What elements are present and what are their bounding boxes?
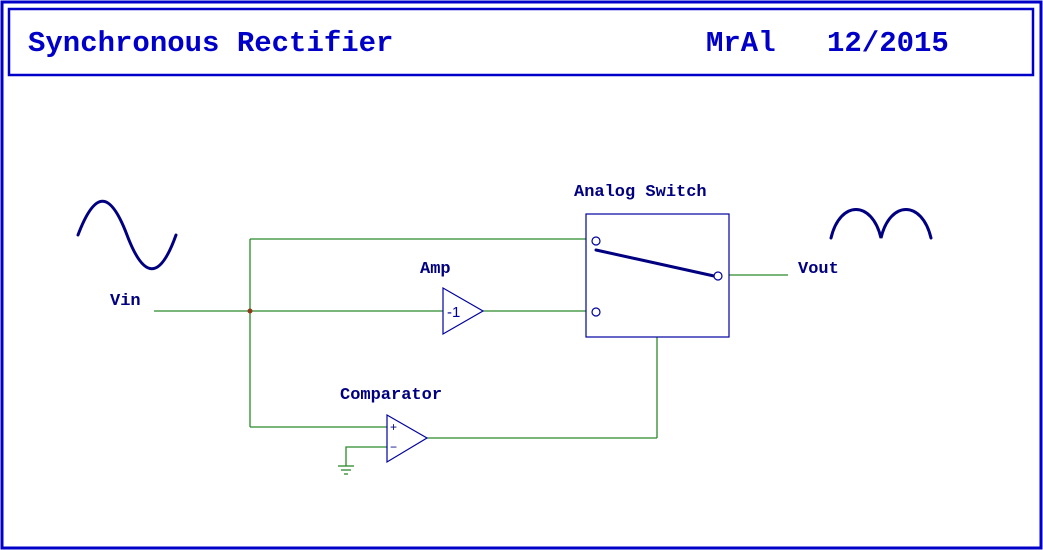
comparator-triangle [386, 413, 429, 464]
amp-gain-label: -1 [447, 304, 460, 321]
title-box [7, 7, 1035, 77]
date: 12/2015 [827, 27, 949, 60]
ground-icon [338, 465, 354, 475]
junction-dot [247, 308, 253, 314]
switch-contact-top [591, 236, 601, 246]
vout-label: Vout [798, 260, 839, 279]
amp-triangle [442, 286, 485, 336]
wires [154, 238, 788, 466]
title: Synchronous Rectifier [28, 27, 393, 60]
sine-wave-icon [76, 200, 178, 270]
amp-label: Amp [420, 260, 451, 279]
comparator-plus-sign: + [390, 420, 397, 434]
comparator-label: Comparator [340, 386, 442, 405]
rectified-wave-icon [829, 208, 933, 240]
analog-switch-label: Analog Switch [574, 183, 707, 202]
switch-contact-output [713, 271, 723, 281]
switch-contact-bottom [591, 307, 601, 317]
switch-arm [594, 248, 716, 278]
vin-label: Vin [110, 292, 141, 311]
author: MrAl [706, 27, 776, 60]
wire-comparator-minus-ground [345, 446, 387, 466]
comparator-minus-sign: − [390, 440, 397, 454]
